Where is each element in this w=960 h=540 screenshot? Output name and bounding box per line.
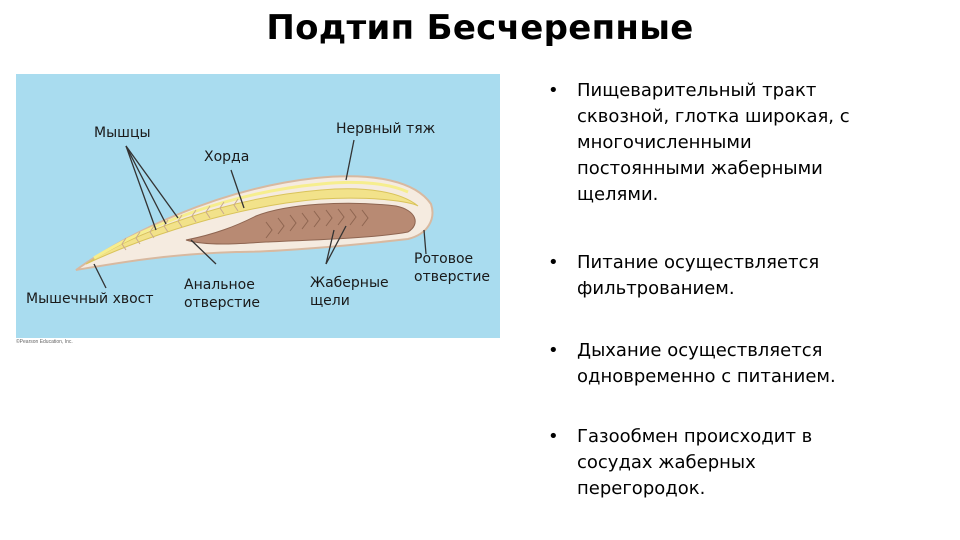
gut: [185, 202, 416, 245]
label-gill-line1: Жаберные: [310, 275, 389, 291]
bullet-symbol: •: [548, 252, 559, 273]
label-mouth-line2: отверстие: [414, 269, 491, 285]
slide-title: Подтип Бесчерепные: [266, 8, 694, 48]
label-muscular-tail: Мышечный хвост: [26, 291, 154, 307]
bullet-symbol: •: [548, 80, 559, 101]
bullet-text: Пищеварительный тракт сквозной, глотка ш…: [577, 80, 850, 205]
image-credit: ©Pearson Education, Inc.: [16, 339, 73, 345]
label-anal-line1: Анальное: [184, 277, 255, 293]
label-notochord: Хорда: [204, 149, 250, 165]
muscle-segments: [121, 198, 239, 251]
label-gill-line2: щели: [310, 293, 350, 309]
label-nerve-cord: Нервный тяж: [336, 121, 436, 137]
lancelet-diagram: Мышцы Нервный тяж Хорда Ротовое отверсти…: [16, 74, 500, 338]
label-mouth-line1: Ротовое: [414, 251, 474, 267]
label-anal-line2: отверстие: [184, 295, 261, 311]
bullet-text: Газообмен происходит в сосудах жаберных …: [577, 426, 813, 499]
bullet-symbol: •: [548, 426, 559, 447]
bullet-symbol: •: [548, 340, 559, 361]
lancelet-illustration: [75, 139, 434, 289]
leader-lines: [93, 139, 427, 289]
bullet-text: Дыхание осуществляется одновременно с пи…: [577, 340, 836, 387]
gill-bars: [265, 208, 369, 239]
label-muscles: Мышцы: [94, 125, 151, 141]
notochord: [85, 188, 419, 265]
bullet-text: Питание осуществляется фильтрованием.: [577, 252, 820, 299]
